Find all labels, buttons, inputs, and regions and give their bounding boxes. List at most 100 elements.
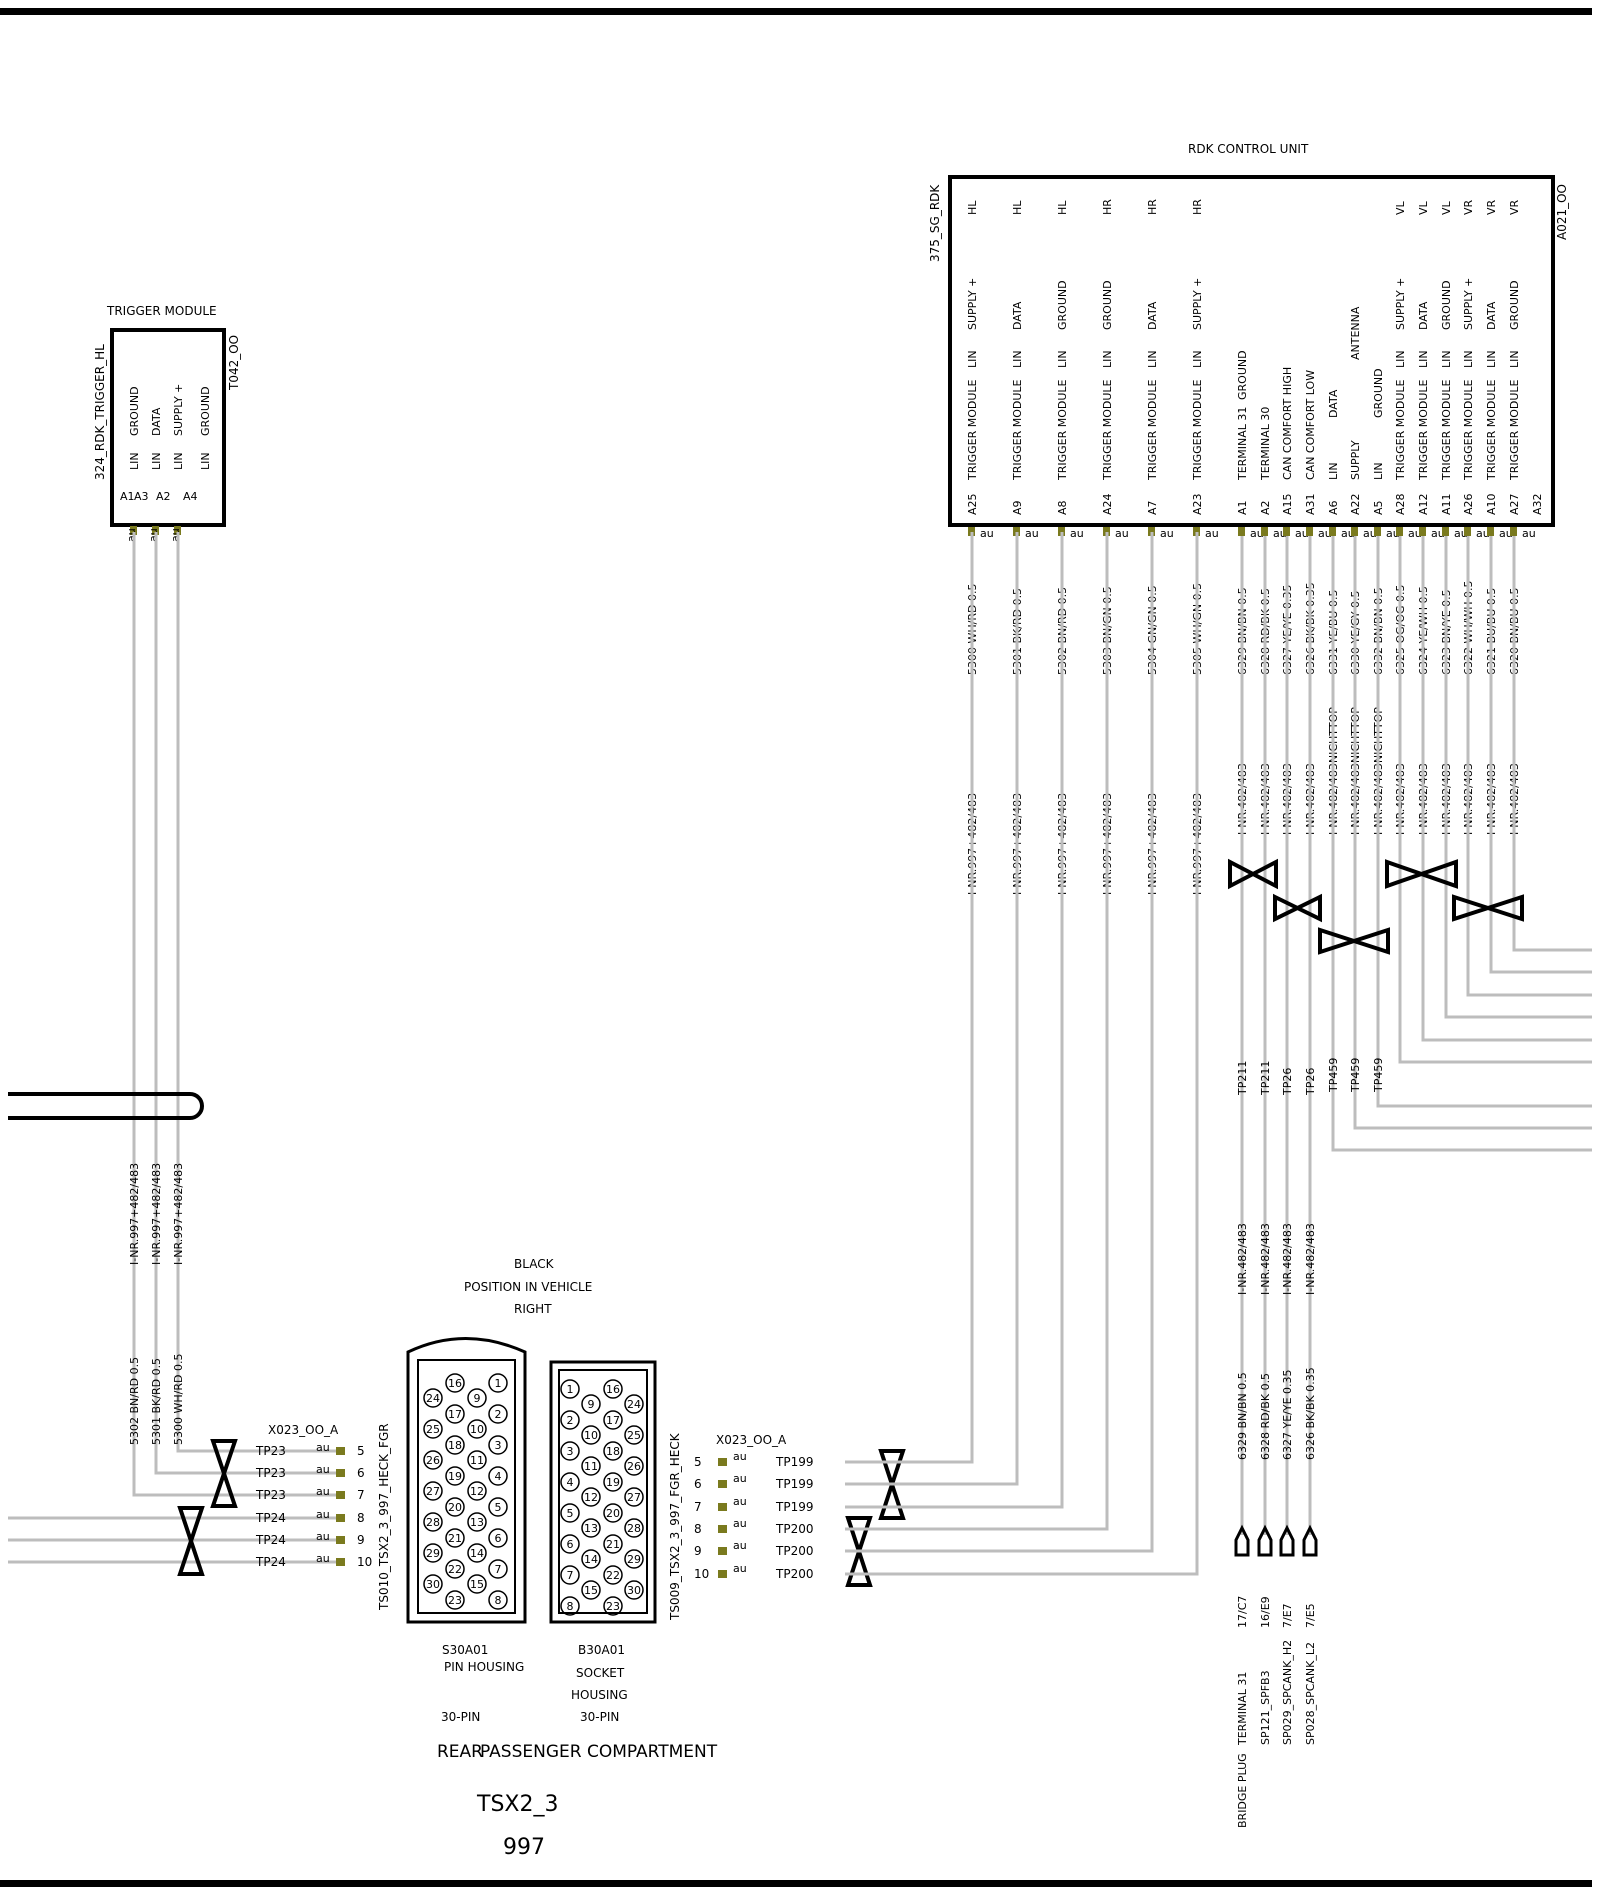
rdk-pin-type: LIN — [966, 350, 979, 368]
pin-marker-label: au — [316, 1552, 330, 1565]
housing-pin-hole — [624, 1518, 644, 1538]
housing-pin-hole — [445, 1373, 465, 1393]
rdk-pin-desc: TRIGGER MODULE — [1394, 379, 1407, 481]
housing-pin-number: 15 — [470, 1578, 484, 1591]
housing-pin-hole — [423, 1574, 443, 1594]
pin-marker-label: au — [1363, 527, 1377, 540]
conn-pin-number: 7 — [694, 1500, 702, 1514]
housing-pin-number: 29 — [426, 1547, 440, 1560]
pin-terminal — [174, 526, 181, 535]
housing-pin-hole — [423, 1512, 443, 1532]
conn-pin-number: 9 — [357, 1533, 365, 1547]
tp-label: TP200 — [775, 1567, 813, 1581]
housing-pin-number: 23 — [606, 1600, 620, 1613]
rdk-pin-desc: TRIGGER MODULE — [966, 379, 979, 481]
housing-pin-hole — [624, 1487, 644, 1507]
housing-pin-hole — [445, 1435, 465, 1455]
pin-marker-label: au — [980, 527, 994, 540]
rdk-pin-desc: TRIGGER MODULE — [1101, 379, 1114, 481]
rdk-pin-type: LIN — [1485, 350, 1498, 368]
rdk-pin-desc: CAN COMFORT LOW — [1304, 370, 1317, 480]
pin-marker-label: au — [1318, 527, 1332, 540]
pin-marker-label: au — [147, 528, 160, 542]
bridge-terminal-icon — [1302, 1524, 1318, 1557]
pin-signal-label: GROUND — [199, 386, 212, 436]
trigger-module[interactable]: TRIGGER MODULE 324_RDK_TRIGGER_HL T042_O… — [93, 304, 241, 542]
housing-pin-hole — [445, 1528, 465, 1548]
pin-marker-label: au — [733, 1472, 747, 1485]
pin-terminal — [1193, 527, 1200, 536]
rdk-pin-type: LIN — [1508, 350, 1521, 368]
bridge-terminal-icon — [1234, 1524, 1250, 1557]
rdk-pin-desc: TRIGGER MODULE — [1011, 379, 1024, 481]
pin-marker-label: au — [316, 1441, 330, 1454]
pin-type-label: LIN — [128, 452, 141, 470]
rdk-pin-signal: DATA — [1485, 301, 1498, 330]
rdk-pin-type: LIN — [1191, 350, 1204, 368]
trigger-module-title: TRIGGER MODULE — [106, 304, 217, 318]
bridge-terminal-icon — [1257, 1524, 1273, 1557]
housing-pin-hole — [624, 1549, 644, 1569]
housing-pin-hole — [603, 1472, 623, 1492]
rdk-pin-pos: VL — [1394, 200, 1407, 215]
conn-pin-number: 5 — [357, 1444, 365, 1458]
left-connector-side-id: TS010_TSX2_3_997_HECK_FGR — [377, 1423, 391, 1611]
pin-terminal — [1442, 527, 1449, 536]
top-border — [0, 8, 1592, 15]
passenger-compartment-label: PASSENGER COMPARTMENT — [480, 1742, 718, 1762]
rdk-pin-type: LIN — [1440, 350, 1453, 368]
housing-pin-number: 20 — [448, 1501, 462, 1514]
rdk-pin-type: LIN — [1146, 350, 1159, 368]
pin-terminal — [336, 1536, 345, 1544]
left-connector-name: X023_OO_A — [268, 1423, 339, 1437]
pin-terminal — [718, 1525, 727, 1533]
tp-label: TP26 — [1304, 1068, 1317, 1096]
housing-pin-hole — [581, 1518, 601, 1538]
rdk-pin-number: A26 — [1462, 493, 1475, 515]
connector-color: BLACK — [514, 1257, 555, 1271]
rdk-pin-desc: TERMINAL 30 — [1259, 407, 1272, 481]
housing-pin-number: 1 — [495, 1377, 502, 1390]
position-value: RIGHT — [514, 1302, 552, 1316]
housing-pin-hole — [560, 1441, 580, 1461]
rdk-pin-pos: HR — [1191, 199, 1204, 215]
rdk-pin-desc: TRIGGER MODULE — [1485, 379, 1498, 481]
housing-pin-hole — [560, 1379, 580, 1399]
housing-pin-hole — [560, 1596, 580, 1616]
rdk-pin-number: A32 — [1531, 493, 1544, 515]
rdk-pin-signal: DATA — [1417, 301, 1430, 330]
rdk-pin-type: LIN — [1462, 350, 1475, 368]
housing-pin-hole — [467, 1512, 487, 1532]
right-connector-side-id: TS009_TSX2_3_997_FGR_HECK — [668, 1432, 682, 1621]
rdk-pin-number: A25 — [966, 493, 979, 515]
housing-pin-number: 22 — [606, 1569, 620, 1582]
conn-pin-number: 10 — [694, 1567, 709, 1581]
rdk-pin-desc: LIN — [1372, 462, 1385, 480]
pin-terminal — [718, 1458, 727, 1466]
tp-label: TP24 — [255, 1511, 286, 1525]
socket-label: SOCKET — [576, 1666, 625, 1680]
conn-pin-number: 8 — [357, 1511, 365, 1525]
tp-label: TP199 — [775, 1455, 813, 1469]
pin-terminal — [152, 526, 159, 535]
bridge-grid: 17/C7 — [1236, 1596, 1249, 1628]
bridge-name: SP028_SPCANK_L2 — [1304, 1642, 1317, 1745]
pin-terminal — [1329, 527, 1336, 536]
rdk-pin-number: A31 — [1304, 493, 1317, 515]
twist-markers — [177, 858, 1524, 1587]
rdk-pin-desc: TRIGGER MODULE — [1056, 379, 1069, 481]
socket-pin-count: 30-PIN — [580, 1710, 619, 1724]
housing-pin-number: 2 — [567, 1414, 574, 1427]
housing-pin-hole — [445, 1497, 465, 1517]
bridge-name: TERMINAL 31 — [1236, 1672, 1249, 1746]
pin-marker-label: au — [733, 1562, 747, 1575]
left-connector[interactable]: X023_OO_A TS010_TSX2_3_997_HECK_FGR TP23… — [255, 1423, 391, 1611]
wire-ref-label: I-NR.997+482/483 — [150, 1163, 163, 1265]
rdk-pin-number: A23 — [1191, 493, 1204, 515]
rdk-pin-number: A28 — [1394, 493, 1407, 515]
rdk-pin-pos: HL — [966, 200, 979, 215]
rdk-control-unit[interactable]: RDK CONTROL UNIT 375_SG_RDK A021_OO A25T… — [928, 142, 1569, 540]
rdk-pin-number: A5 — [1372, 500, 1385, 515]
